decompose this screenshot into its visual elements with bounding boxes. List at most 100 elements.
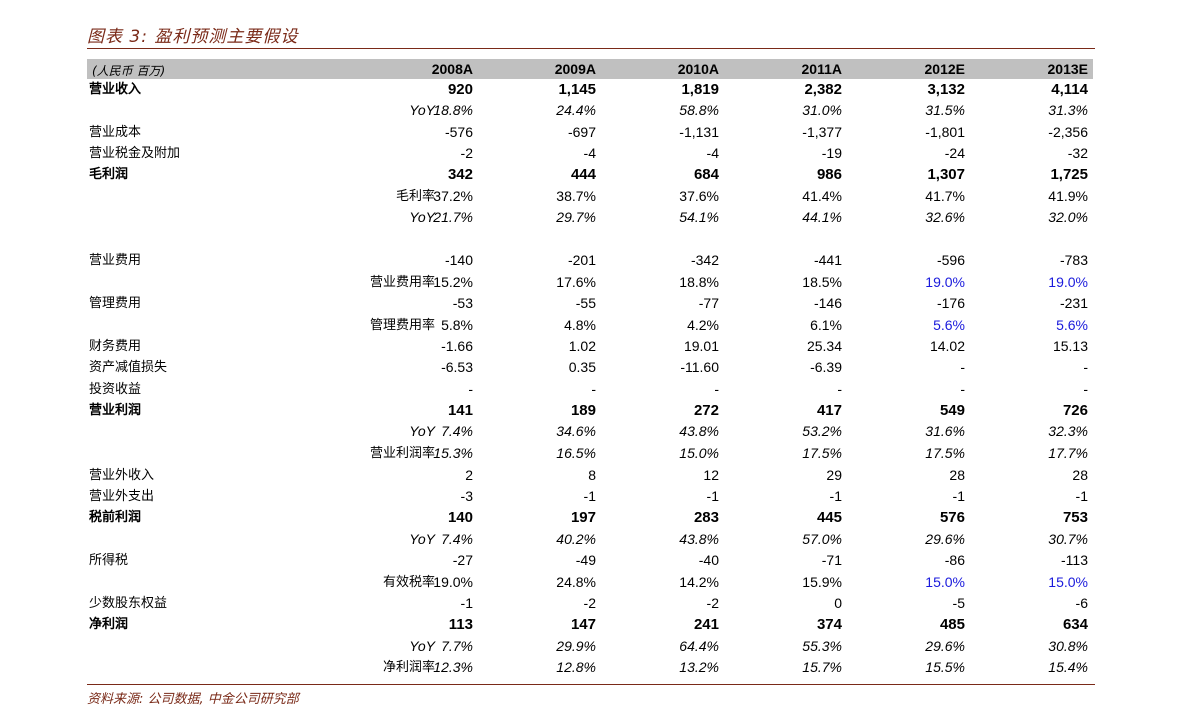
table-cell: 5.6% [1056,317,1088,333]
table-cell: 13.2% [679,659,719,675]
column-header-2009a: 2009A [554,61,596,77]
table-cell: 29.6% [925,638,965,654]
table-cell: 34.6% [556,423,596,439]
table-row: 管理费用-53-55-77-146-176-231 [87,293,1095,314]
table-cell: 147 [570,616,596,633]
table-cell: 15.9% [802,574,842,590]
table-cell: 549 [939,402,965,419]
row-label: YoY [409,423,435,439]
table-cell: -4 [583,145,596,161]
table-cell: 19.0% [433,574,473,590]
table-cell: 12.8% [556,659,596,675]
table-cell: -24 [944,145,965,161]
table-cell: 113 [448,616,473,633]
row-label: YoY [409,638,435,654]
table-cell: - [714,381,719,397]
table-cell: -1 [1075,488,1088,504]
table-cell: 7.7% [441,638,473,654]
table-cell: 29.7% [556,209,596,225]
table-cell: 920 [447,81,473,98]
table-cell: -2 [706,595,719,611]
table-cell: -1,377 [802,124,842,140]
table-cell: 1.02 [568,338,596,354]
table-cell: 64.4% [679,638,719,654]
table-cell: 272 [693,402,719,419]
table-cell: 19.0% [925,274,965,290]
table-cell: 17.7% [1048,445,1088,461]
table-cell: -71 [821,552,842,568]
source-rule [87,684,1095,685]
table-cell: 31.0% [802,102,842,118]
table-cell: -1.66 [441,338,473,354]
table-cell: -342 [690,252,719,268]
table-cell: - [960,359,965,375]
table-cell: 726 [1062,402,1088,419]
table-cell: -140 [444,252,473,268]
table-cell: 58.8% [679,102,719,118]
table-cell: 15.0% [1048,574,1088,590]
column-header-2012e: 2012E [924,61,965,77]
table-cell: 753 [1062,509,1088,526]
table-cell: 15.0% [925,574,965,590]
table-cell: -53 [452,295,473,311]
table-cell: 55.3% [802,638,842,654]
row-label: 管理费用率 [369,318,435,333]
table-cell: 0 [834,595,842,611]
table-cell: 4.8% [564,317,596,333]
table-cell: - [960,381,965,397]
table-row: 营业成本-576-697-1,131-1,377-1,801-2,356 [87,122,1095,143]
row-label: 少数股东权益 [89,596,168,611]
table-cell: -596 [936,252,965,268]
table-cell: -1 [583,488,596,504]
table-cell: 17.5% [925,445,965,461]
table-cell: 342 [447,166,473,183]
table-cell: 32.3% [1048,423,1088,439]
row-label: 营业利润 [89,403,142,418]
unit-label: (人民币 百万) [92,64,166,78]
table-cell: 6.1% [810,317,842,333]
table-cell: -2,356 [1048,124,1088,140]
table-cell: 19.01 [683,338,719,354]
table-cell: 140 [447,509,473,526]
table-row: 营业外支出-3-1-1-1-1-1 [87,486,1095,507]
table-cell: -1 [952,488,965,504]
table-cell: 1,307 [927,166,965,183]
table-cell: 241 [693,616,719,633]
source-note: 资料来源: 公司数据, 中金公司研究部 [87,692,299,707]
row-label: 有效税率 [382,575,435,590]
table-cell: 634 [1062,616,1088,633]
table-cell: -576 [444,124,473,140]
table-cell: -201 [567,252,596,268]
table-cell: 29.9% [556,638,596,654]
table-cell: 53.2% [802,423,842,439]
row-label: YoY [409,102,435,118]
table-cell: 8 [588,467,596,483]
table-cell: 684 [693,166,719,183]
table-cell: 31.3% [1048,102,1088,118]
table-cell: 19.0% [1048,274,1088,290]
table-cell: -27 [452,552,473,568]
table-cell: 30.8% [1048,638,1088,654]
table-cell: 15.13 [1052,338,1088,354]
table-cell: -55 [575,295,596,311]
table-cell: 2 [465,467,473,483]
table-cell: - [468,381,473,397]
table-cell: -1,131 [679,124,719,140]
row-label: YoY [409,531,435,547]
table-cell: 32.0% [1048,209,1088,225]
column-header-2013e: 2013E [1047,61,1088,77]
table-cell: 43.8% [679,531,719,547]
row-label: 营业收入 [89,82,142,97]
table-cell: -176 [936,295,965,311]
table-cell: 485 [939,616,965,633]
table-cell: 576 [939,509,965,526]
table-cell: 4,114 [1051,81,1088,98]
